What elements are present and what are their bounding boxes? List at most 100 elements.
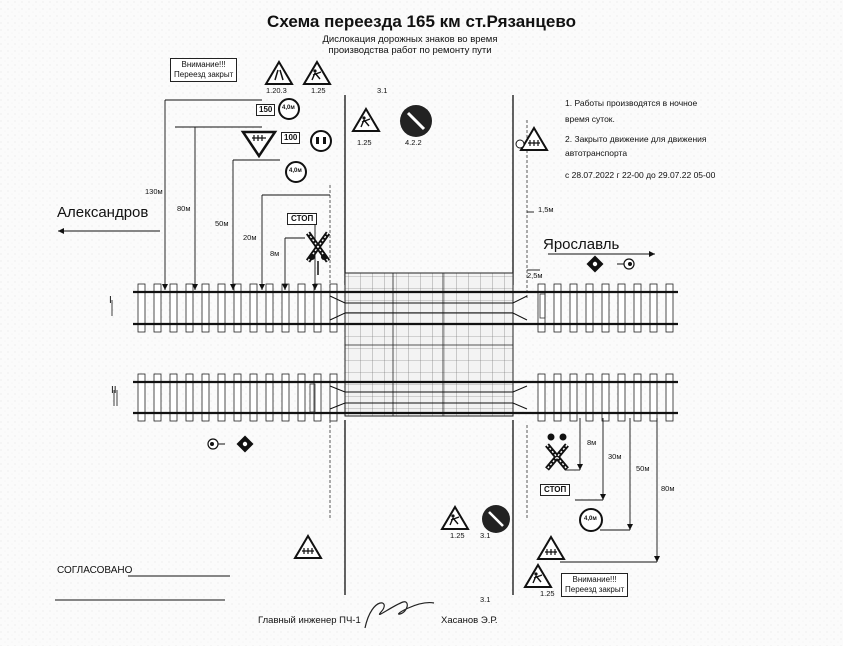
chief-engineer-name: Хасанов Э.Р. [441,615,498,626]
railway-tie [265,283,274,333]
railway-tie [665,283,674,333]
railway-tie [233,283,242,333]
note-2-line-2: автотранспорта [565,148,628,158]
railway-tie [137,283,146,333]
diamond-sign-icon [586,255,604,273]
railway-tie [553,283,562,333]
signal-lamp-icon [617,258,635,270]
warning-line-2: Переезд закрыт [174,70,234,79]
railway-tie [617,283,626,333]
railway-tie [217,373,226,422]
railway-tie [249,283,258,333]
chief-engineer-label: Главный инженер ПЧ-1 [258,615,361,626]
railway-tie [233,373,242,422]
sign-1-20-3-icon [264,60,294,85]
height-limit-sign-icon [285,161,307,183]
sign-code: 1.25 [311,86,326,95]
distance-label: 130м [145,187,163,196]
dimension-lines-left [162,99,330,290]
distance-label: 8м [270,249,280,258]
distance-label: 1,5м [538,205,554,214]
railway-tie [569,373,578,422]
railway-tie [265,373,274,422]
sign-code: 1.20.3 [266,86,287,95]
railway-tie [537,373,546,422]
railway-tie [185,373,194,422]
sign-code: 1.25 [450,531,465,540]
warning-line-2: Переезд закрыт [565,585,625,594]
railway-tie [153,373,162,422]
track-1-rails [133,290,678,326]
sign-code: 4.2.2 [405,138,422,147]
distance-label: 50м [215,219,229,228]
keep-left-sign-icon [482,505,510,533]
railway-tie [649,373,658,422]
sign-code: 3.1 [480,595,491,604]
railway-tie [201,373,210,422]
warning-box-bottom: Внимание!!! Переезд закрыт [561,573,629,597]
distance-label: 2,5м [527,271,543,280]
railway-tie [137,373,146,422]
barrier-crossing-sign-icon [536,535,566,560]
note-2-line-1: 2. Закрыто движение для движения [565,134,707,144]
page-title: Схема переезда 165 км ст.Рязанцево [267,12,576,31]
roadworks-sign-icon [351,107,381,132]
railway-tie [569,283,578,333]
sign-code: 3.1 [377,86,388,95]
track-2-rails [133,380,678,415]
page-subtitle: Дислокация дорожных знаков во время прои… [322,34,498,56]
railway-tie [617,373,626,422]
railway-tie [665,373,674,422]
railway-tie [633,373,642,422]
railway-tie [329,373,338,422]
railway-tie [281,373,290,422]
railway-tie [169,283,178,333]
roadworks-sign-icon [440,505,470,530]
signature-mark [364,601,435,629]
road-edges [344,95,514,595]
railway-tie [553,373,562,422]
railway-tie [297,373,306,422]
barrier-lines [329,120,528,520]
small-signal-icon [515,139,525,149]
barrier-crossing-sign-icon [293,534,323,559]
track-2-label: II [111,385,117,396]
warning-line-1: Внимание!!! [181,60,226,69]
barrier-crossing-sign-icon [240,130,278,159]
railway-tie [649,283,658,333]
railway-tie [201,283,210,333]
railway-tie [329,283,338,333]
sign-code: 1.25 [540,589,555,598]
agreed-label: СОГЛАСОВАНО [57,565,133,576]
track-markers [111,293,546,413]
railway-tie [601,373,610,422]
railway-tie [249,373,258,422]
direction-right-label: Ярославль [543,236,620,253]
railway-tie [185,283,194,333]
speed-plate-100: 100 [281,132,301,144]
height-limit-text: 4,0м [282,105,295,111]
track-1-ties [137,283,674,333]
signal-lamp-icon [207,438,225,450]
distance-label: 80м [661,484,675,493]
track-2-ties [137,373,674,422]
railway-tie [153,283,162,333]
distance-label: 80м [177,204,191,213]
railway-tie [585,373,594,422]
andreevsky-cross-icon [305,231,331,275]
railway-tie [217,283,226,333]
note-1-line-1: 1. Работы производятся в ночное [565,98,698,108]
signature-lines [55,575,230,601]
sign-code: 1.25 [357,138,372,147]
sign-code: 3.1 [480,531,491,540]
roadworks-sign-icon [302,60,332,85]
dimension-lines-right [527,211,660,563]
railway-tie [585,283,594,333]
andreevsky-cross-icon [545,433,569,471]
deck-flangeways [329,295,528,410]
warning-box-top: Внимание!!! Переезд закрыт [170,58,238,82]
warning-line-1: Внимание!!! [572,575,617,584]
distance-label: 30м [608,452,622,461]
stop-plate: СТОП [287,213,318,225]
